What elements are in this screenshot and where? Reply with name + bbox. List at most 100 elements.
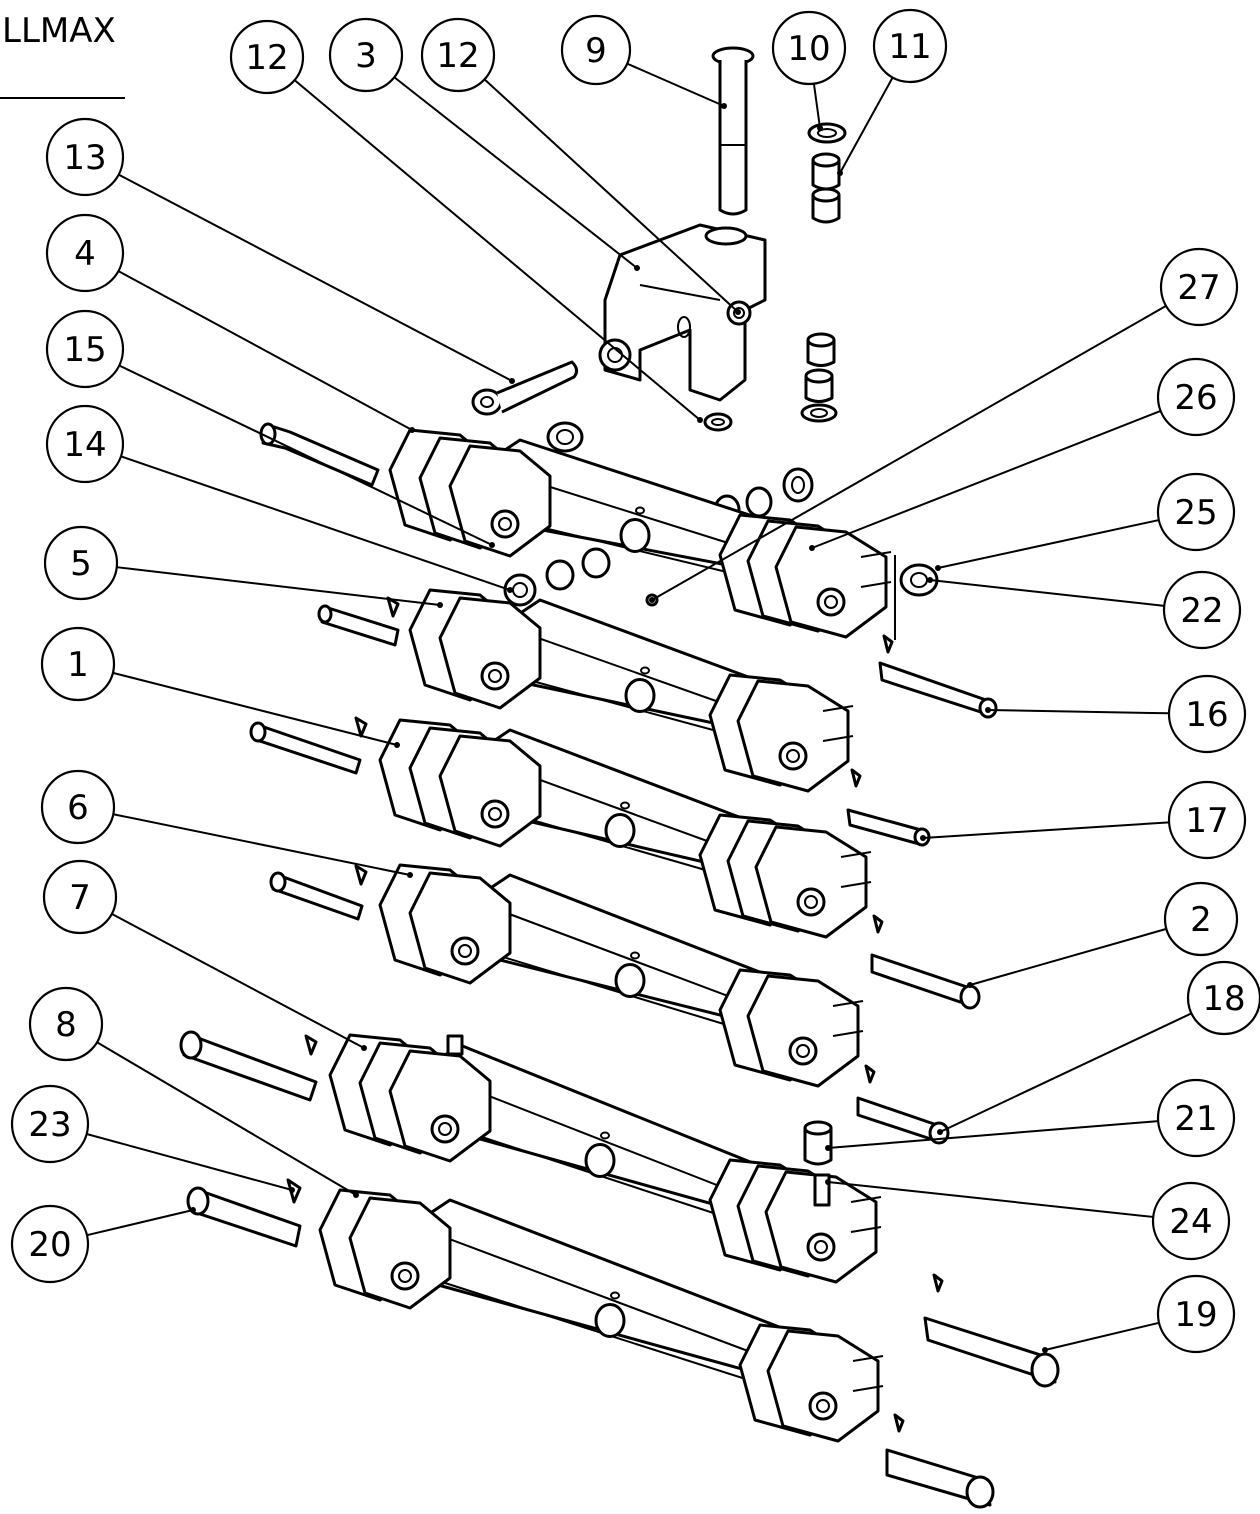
link-arm-8 — [318, 1188, 884, 1443]
balloon-circle — [1156, 357, 1236, 437]
balloon-number: 5 — [70, 544, 92, 584]
balloon-7: 7 — [42, 859, 367, 1051]
link-arm-5 — [408, 588, 854, 793]
leader-dot — [190, 1207, 196, 1213]
part-cap-top — [546, 421, 584, 453]
leader-dot — [361, 1045, 367, 1051]
balloon-8: 8 — [28, 986, 359, 1198]
leader-line — [113, 813, 411, 876]
balloon-circle — [45, 213, 125, 293]
balloon-number: 16 — [1185, 695, 1228, 735]
leader-line — [939, 1012, 1192, 1133]
balloon-number: 14 — [63, 425, 106, 465]
part-bushing-stack — [800, 332, 838, 423]
balloon-circle — [45, 117, 125, 197]
part-bushing-top — [811, 152, 841, 224]
leader-line — [922, 821, 1170, 839]
leader-line — [827, 1181, 1154, 1218]
leader-dot — [437, 602, 443, 608]
balloon-number: 3 — [355, 36, 377, 76]
balloon-1: 1 — [40, 626, 400, 748]
leader-dot — [735, 309, 741, 315]
part-bolt-15 — [259, 422, 380, 487]
balloon-circle — [560, 14, 632, 86]
link-arm-7 — [328, 1033, 882, 1284]
balloon-circle — [42, 859, 118, 935]
balloon-circle — [1186, 960, 1260, 1036]
leader-line — [293, 79, 701, 421]
leader-line — [86, 1133, 293, 1191]
balloon-10: 10 — [771, 10, 847, 131]
leader-line — [651, 305, 1167, 601]
leader-dot — [825, 1179, 831, 1185]
balloon-circle — [420, 17, 496, 93]
part-bolt-13 — [471, 360, 579, 416]
parts-layer — [179, 46, 1060, 1509]
balloon-number: 15 — [63, 330, 106, 370]
link-arms — [318, 428, 892, 1443]
leader-line — [1044, 1321, 1160, 1351]
balloon-circle — [229, 19, 305, 95]
balloon-circle — [40, 626, 116, 702]
leader-line — [393, 76, 638, 269]
balloon-circle — [1156, 1078, 1236, 1158]
balloon-13: 13 — [45, 117, 515, 384]
balloon-circle — [1151, 1181, 1231, 1261]
leader-dot — [985, 707, 991, 713]
balloon-12: 12 — [229, 19, 703, 423]
leader-line — [626, 62, 725, 107]
leader-dot — [507, 587, 513, 593]
leader-dot — [817, 125, 823, 131]
balloon-number: 27 — [1177, 268, 1220, 308]
leader-dot — [935, 565, 941, 571]
balloon-circle — [10, 1084, 90, 1164]
balloon-circle — [10, 1204, 90, 1284]
balloon-27: 27 — [649, 247, 1239, 603]
leader-dot — [809, 545, 815, 551]
balloon-circle — [1159, 247, 1239, 327]
balloon-number: 22 — [1180, 591, 1223, 631]
balloon-number: 10 — [787, 29, 830, 69]
balloon-number: 26 — [1174, 378, 1217, 418]
balloon-number: 17 — [1185, 801, 1228, 841]
balloon-24: 24 — [825, 1179, 1231, 1261]
balloon-circle — [1156, 1274, 1236, 1354]
leader-dot — [927, 577, 933, 583]
leader-line — [116, 566, 441, 606]
leader-line — [937, 519, 1160, 569]
balloon-4: 4 — [45, 213, 415, 433]
balloon-circle — [1162, 570, 1242, 650]
leader-line — [969, 927, 1167, 986]
balloon-circle — [1163, 881, 1239, 957]
balloon-number: 24 — [1169, 1202, 1212, 1242]
balloon-number: 8 — [55, 1005, 77, 1045]
balloon-22: 22 — [927, 570, 1242, 650]
leader-line — [117, 270, 413, 431]
balloon-circle — [45, 404, 125, 484]
part-pins — [179, 596, 1060, 1509]
part-pin-vertical — [711, 46, 755, 216]
balloon-19: 19 — [1042, 1274, 1236, 1354]
leader-dot — [353, 1192, 359, 1198]
leader-dot — [289, 1187, 295, 1193]
balloon-number: 12 — [436, 36, 479, 76]
balloon-number: 23 — [28, 1105, 71, 1145]
leader-dot — [509, 378, 515, 384]
leader-line — [118, 173, 513, 382]
balloon-number: 2 — [1190, 900, 1212, 940]
leader-dot — [697, 417, 703, 423]
leader-dot — [409, 427, 415, 433]
leader-line — [929, 579, 1165, 607]
leader-dot — [407, 872, 413, 878]
balloon-17: 17 — [920, 780, 1247, 860]
balloon-6: 6 — [40, 769, 413, 878]
balloon-2: 2 — [967, 881, 1239, 988]
balloon-26: 26 — [809, 357, 1236, 551]
part-nut-lower — [703, 412, 733, 432]
leader-line — [112, 671, 398, 746]
balloon-circle — [45, 309, 125, 389]
leader-line — [811, 409, 1162, 549]
